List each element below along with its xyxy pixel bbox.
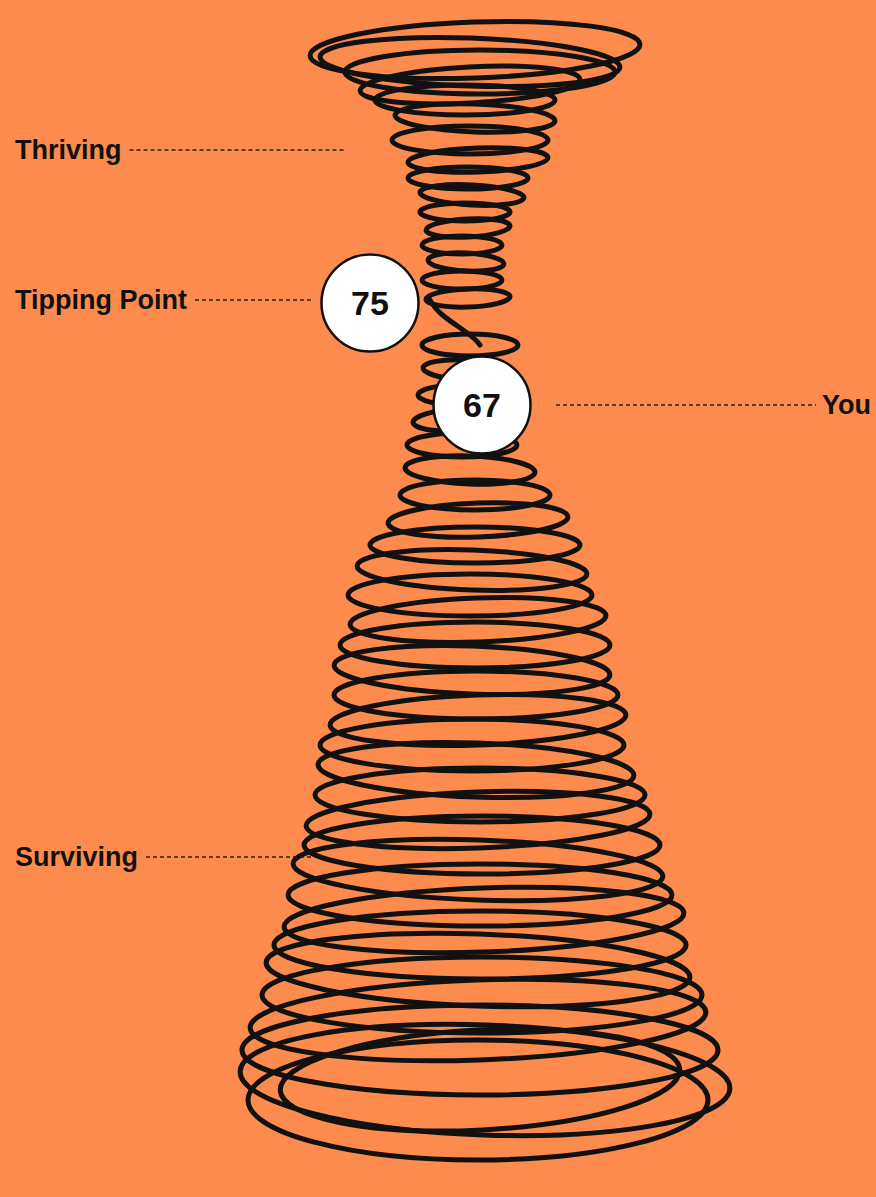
stage-label: Tipping Point (15, 285, 187, 316)
score-number: 75 (320, 253, 420, 353)
score-circle: 67 (432, 355, 532, 455)
leader-line (195, 299, 314, 301)
leader-line (130, 149, 346, 151)
leader-line (556, 404, 816, 406)
score-circle: 75 (320, 253, 420, 353)
stage-label: You (822, 390, 871, 421)
leader-line (146, 856, 312, 858)
stage-label: Thriving (15, 135, 122, 166)
stage-label: Surviving (15, 842, 138, 873)
score-number: 67 (432, 355, 532, 455)
